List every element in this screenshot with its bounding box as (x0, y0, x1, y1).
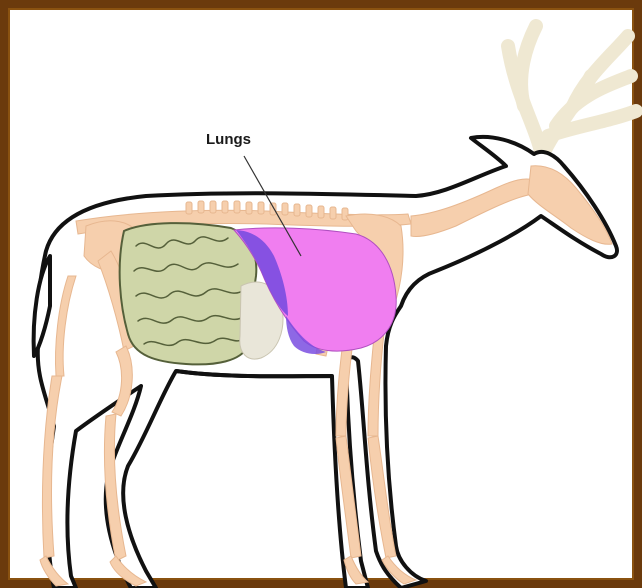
lungs-label: Lungs (206, 131, 251, 148)
intestines (120, 223, 257, 364)
antlers (508, 26, 636, 156)
deer-anatomy-diagram: Lungs (16, 16, 642, 588)
